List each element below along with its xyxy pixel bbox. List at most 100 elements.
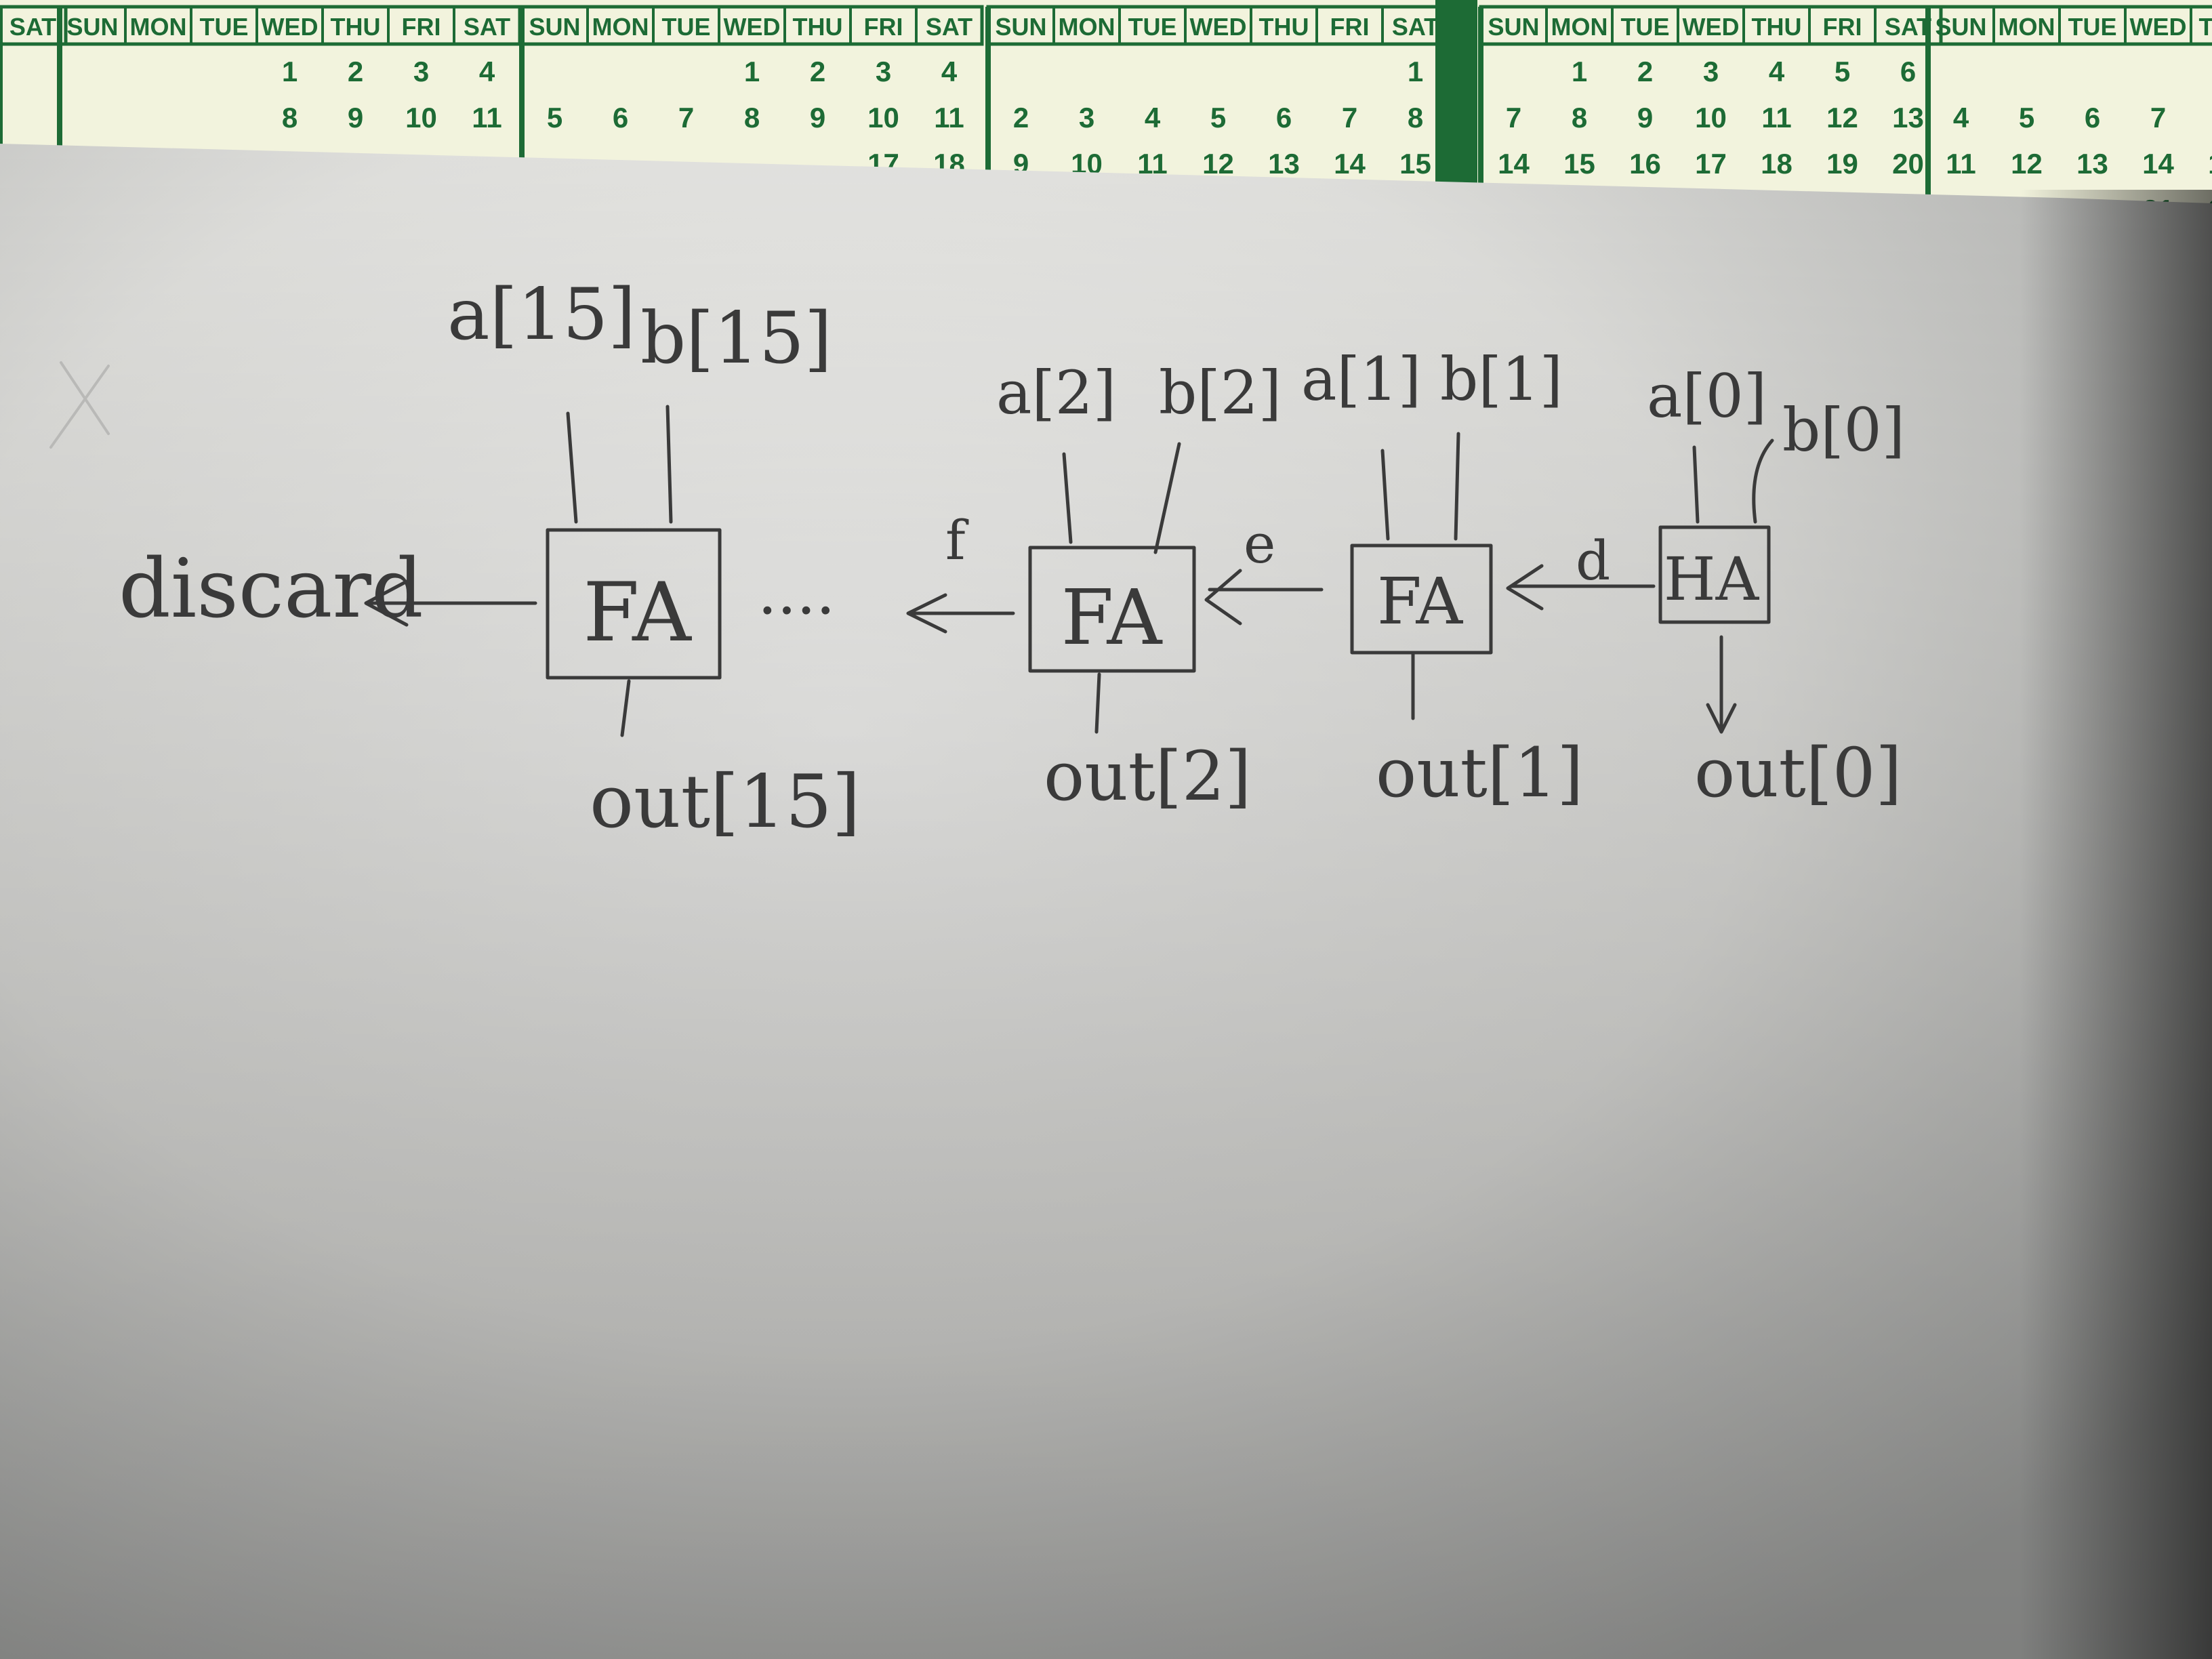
- calendar-day-header: THU: [331, 13, 381, 41]
- input-b-label-15: b[15]: [640, 297, 832, 380]
- calendar-day-header: WED: [262, 13, 319, 41]
- calendar-day-header: FRI: [864, 13, 903, 41]
- calendar-day-header: SAT: [1885, 13, 1931, 41]
- calendar-date: 4: [1953, 102, 1969, 134]
- input-b-wire: [1454, 432, 1460, 541]
- input-a-label-1: a[1]: [1301, 344, 1421, 414]
- calendar-day-header: TUE: [1128, 13, 1177, 41]
- calendar-date: 4: [1145, 102, 1161, 134]
- carry-arrowhead-f: [906, 593, 947, 634]
- input-a-wire: [566, 411, 578, 524]
- block-box: [546, 528, 722, 680]
- calendar-date: 11: [934, 102, 964, 134]
- calendar-date: 6: [2085, 102, 2100, 134]
- calendar-header-frame: [0, 5, 68, 46]
- calendar-date: 6: [1276, 102, 1292, 134]
- calendar-day-header: TUE: [200, 13, 249, 41]
- calendar-date: 20: [1892, 148, 1924, 180]
- calendar-date: 1: [1572, 56, 1587, 87]
- calendar-date: 14: [1334, 148, 1366, 180]
- output-wire: [620, 679, 631, 737]
- block-box: [1658, 525, 1771, 624]
- calendar-date: 12: [1826, 102, 1858, 134]
- calendar-date: 11: [472, 102, 501, 134]
- calendar-day-header: WED: [2130, 13, 2187, 41]
- paper-shadow-bottom: [0, 144, 2212, 1659]
- calendar-date: 15: [1563, 148, 1595, 180]
- calendar-date: 4: [479, 56, 495, 87]
- calendar-date: 4: [1769, 56, 1785, 87]
- carry-arrowhead-d: [1506, 564, 1544, 611]
- adder-block-0: [1658, 438, 1774, 734]
- calendar-date: 7: [2150, 102, 2166, 134]
- calendar-day-header: TUE: [662, 13, 711, 41]
- carry-label-f: f: [945, 509, 969, 572]
- input-b-wire: [1752, 438, 1774, 524]
- calendar-date: 7: [1342, 102, 1357, 134]
- calendar-day-header: WED: [1190, 13, 1247, 41]
- calendar-date: 8: [282, 102, 298, 134]
- calendar-day-header: THU: [1752, 13, 1802, 41]
- carry-label-e: e: [1244, 512, 1275, 575]
- input-b-wire: [665, 405, 673, 524]
- adder-block-15: [546, 405, 722, 737]
- calendar-date: 2: [348, 56, 363, 87]
- calendar-date: 12: [1202, 148, 1234, 180]
- calendar-date: 10: [1695, 102, 1727, 134]
- calendar-date: 14: [1498, 148, 1530, 180]
- calendar-date: 12: [2011, 148, 2043, 180]
- input-a-wire: [1380, 449, 1390, 541]
- calendar-date: 2: [810, 56, 825, 87]
- calendar-day-header: SUN: [529, 13, 580, 41]
- calendar-date: 10: [405, 102, 437, 134]
- output-wire: [1094, 672, 1101, 734]
- calendar-date: 7: [678, 102, 694, 134]
- output-label-15: out[15]: [590, 760, 861, 844]
- calendar-date: 7: [1506, 102, 1521, 134]
- calendar-day-header: SUN: [995, 13, 1046, 41]
- calendar-day-header: SAT: [1392, 13, 1439, 41]
- block-box: [1028, 546, 1196, 673]
- carry-arrowhead-discard: [364, 579, 409, 627]
- calendar-date: 3: [413, 56, 429, 87]
- calendar-day-header: SAT: [9, 13, 56, 41]
- calendar-day-header: TUE: [2068, 13, 2117, 41]
- input-b-label-2: b[2]: [1159, 358, 1282, 428]
- calendar-date: 8: [744, 102, 760, 134]
- calendar-date: 17: [1695, 148, 1727, 180]
- block-label-2: FA: [1061, 574, 1163, 662]
- calendar-day-header: FRI: [402, 13, 441, 41]
- calendar-date: 5: [1835, 56, 1850, 87]
- calendar-day-header: SAT: [926, 13, 972, 41]
- adder-block-2: [1028, 442, 1196, 734]
- calendar-date: 2: [1013, 102, 1029, 134]
- input-a-wire: [1062, 452, 1073, 544]
- calendar-date: 18: [1761, 148, 1793, 180]
- calendar-date: 15: [1399, 148, 1431, 180]
- calendar-date: 9: [348, 102, 363, 134]
- calendar-date: 1: [744, 56, 760, 87]
- calendar-day-header: THU: [793, 13, 843, 41]
- carry-arrows: [364, 564, 1656, 634]
- calendar-date: 13: [1268, 148, 1300, 180]
- input-a-label-15: a[15]: [447, 273, 636, 356]
- block-label-1: FA: [1377, 565, 1464, 639]
- calendar-date: 9: [1637, 102, 1653, 134]
- calendar-date: 8: [1408, 102, 1423, 134]
- calendar-date: 4: [941, 56, 958, 87]
- calendar-day-header: WED: [1683, 13, 1740, 41]
- calendar-date: 3: [1079, 102, 1094, 134]
- calendar-day-header: THU: [1259, 13, 1309, 41]
- output-label-1: out[1]: [1376, 733, 1583, 813]
- calendar-date: 8: [1572, 102, 1587, 134]
- adder-diagram: [49, 361, 1774, 737]
- calendar-date: 15: [2208, 148, 2212, 180]
- calendar-day-header: FRI: [1823, 13, 1862, 41]
- calendar-date: 6: [1900, 56, 1916, 87]
- calendar-day-header: TUE: [1621, 13, 1670, 41]
